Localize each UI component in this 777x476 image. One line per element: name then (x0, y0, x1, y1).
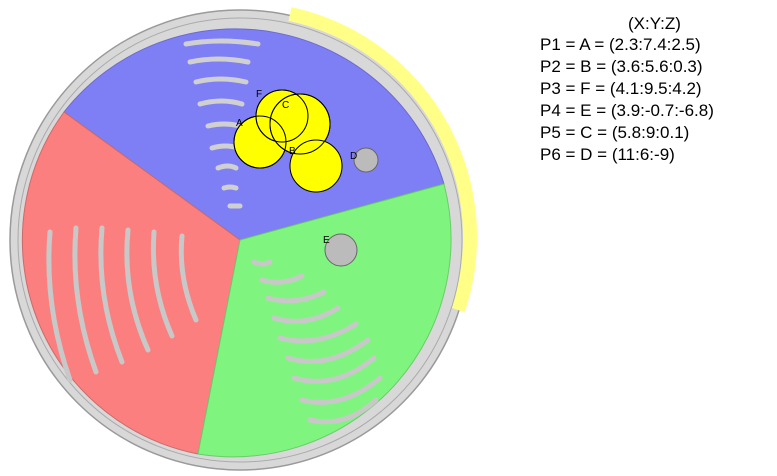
point-label-F: F (256, 89, 262, 100)
legend-row-p1: P1 = A = (2.3:7.4:2.5) (540, 35, 701, 54)
legend-row-p3: P3 = F = (4.1:9.5:4.2) (540, 79, 702, 98)
point-label-D: D (350, 151, 357, 162)
legend-row-p5: P5 = C = (5.8:9:0.1) (540, 123, 690, 142)
sphere-D (353, 147, 379, 173)
sphere-E (324, 233, 358, 267)
sector-right (197, 183, 452, 458)
rim-highlight (288, 7, 478, 313)
sphere-B (289, 139, 343, 193)
point-label-A: A (236, 118, 243, 129)
point-label-B: B (289, 146, 296, 157)
coordinates-legend: (X:Y:Z) P1 = A = (2.3:7.4:2.5) P2 = B = … (540, 14, 777, 166)
yellow-spheres (233, 89, 343, 193)
legend-row-p6: P6 = D = (11:6:-9) (540, 145, 675, 164)
inner-rim-line (17, 17, 463, 463)
legend-title: (X:Y:Z) (628, 14, 681, 33)
stripes-top (183, 38, 261, 209)
legend-row-p4: P4 = E = (3.9:-0.7:-6.8) (540, 101, 714, 120)
stripes-left (46, 225, 199, 383)
stripes-right (251, 259, 383, 425)
point-label-E: E (323, 235, 330, 246)
point-label-C: C (282, 100, 289, 111)
legend-row-p2: P2 = B = (3.6:5.6:0.3) (540, 57, 703, 76)
circular-3d-diagram: A B F C D E (9, 7, 478, 471)
